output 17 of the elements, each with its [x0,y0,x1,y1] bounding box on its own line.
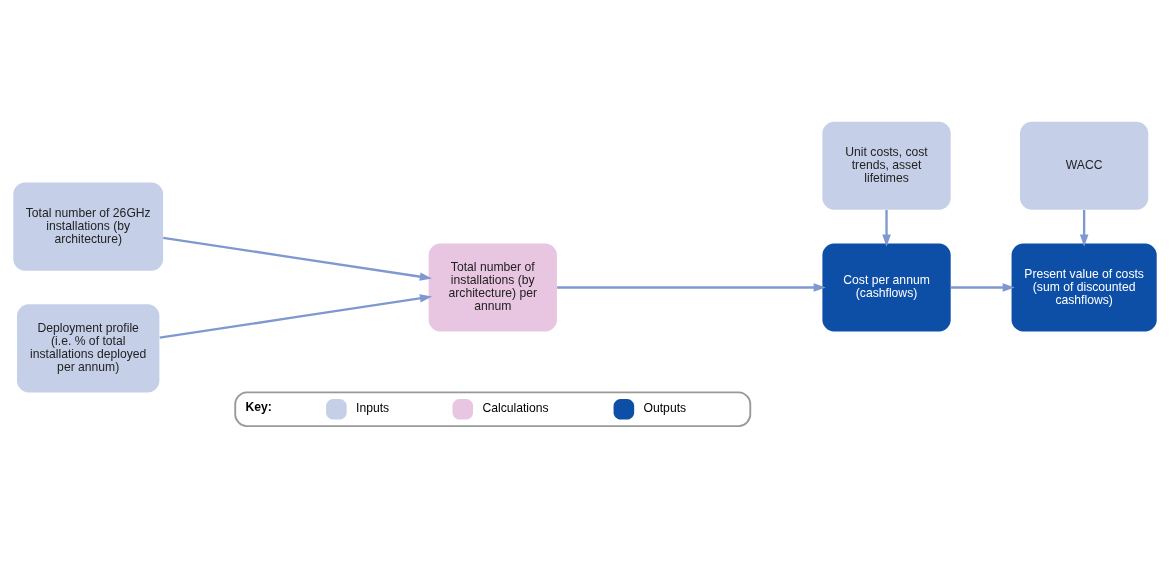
arrow [557,282,826,292]
legend-label: Calculations [482,400,549,415]
node-box: Deployment profile (i.e. % of total installations deployed per annum) [17,303,160,392]
node-box: Present value of costs (sum of discounted cashflows) [1011,243,1157,331]
arrow [950,282,1015,292]
node-box: WACC [1020,121,1149,210]
legend-label: Outputs [643,400,687,415]
arrow [1079,209,1089,247]
node-box: Total number of installations (by architecture) per annum [428,243,557,331]
arrow [882,209,891,247]
legend-label: Inputs [356,400,390,415]
node-box: Unit costs, cost trends, asset lifetimes [822,121,951,210]
arrow [159,293,433,339]
label: Key: [245,399,272,414]
node-box: Cost per annum (cashflows) [822,243,951,331]
node-box: Total number of 26GHz installations (by architecture) [13,182,164,271]
arrow [163,236,432,281]
